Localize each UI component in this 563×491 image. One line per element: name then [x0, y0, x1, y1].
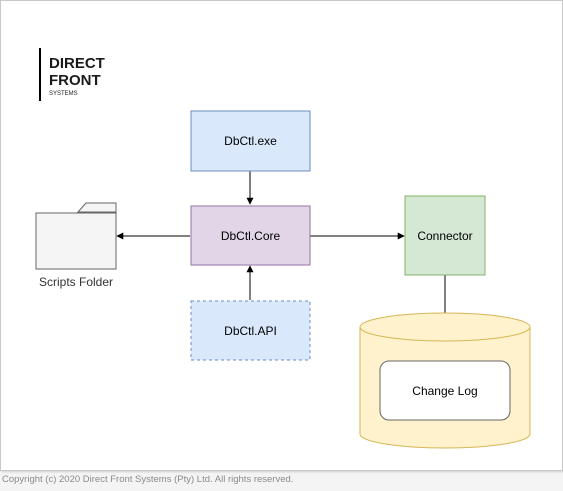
node-connector-label: Connector — [417, 229, 472, 243]
node-dbctl-api[interactable]: DbCtl.API — [190, 300, 311, 361]
scripts-folder[interactable]: Scripts Folder — [35, 202, 117, 289]
node-connector-box[interactable] — [404, 195, 486, 276]
logo-line1: DIRECT — [49, 55, 105, 72]
node-dbctl-core-box[interactable] — [190, 205, 311, 266]
node-dbctl-api-label: DbCtl.API — [224, 324, 277, 338]
node-connector[interactable]: Connector — [404, 195, 486, 276]
folder-icon[interactable] — [35, 212, 117, 270]
node-dbctl-core-label: DbCtl.Core — [221, 229, 281, 243]
copyright-footer: Copyright (c) 2020 Direct Front Systems … — [2, 474, 294, 485]
folder-tab — [76, 202, 117, 213]
logo-line3: SYSTEMS — [49, 91, 78, 97]
node-change-log-box[interactable] — [379, 360, 511, 421]
logo-line2: FRONT — [49, 72, 101, 89]
node-dbctl-exe[interactable]: DbCtl.exe — [190, 110, 311, 172]
scripts-folder-label: Scripts Folder — [39, 275, 113, 289]
node-dbctl-exe-label: DbCtl.exe — [224, 134, 277, 148]
database-top — [359, 312, 531, 342]
architecture-diagram: DIRECT FRONT SYSTEMS DbCtl.exe DbCtl.Cor… — [35, 48, 531, 449]
node-dbctl-api-box[interactable] — [190, 300, 311, 361]
database-cylinder[interactable]: Change Log — [359, 312, 531, 449]
node-dbctl-exe-box[interactable] — [190, 110, 311, 172]
node-dbctl-core[interactable]: DbCtl.Core — [190, 205, 311, 266]
company-logo: DIRECT FRONT SYSTEMS — [39, 48, 105, 101]
node-change-log-label: Change Log — [412, 384, 477, 398]
